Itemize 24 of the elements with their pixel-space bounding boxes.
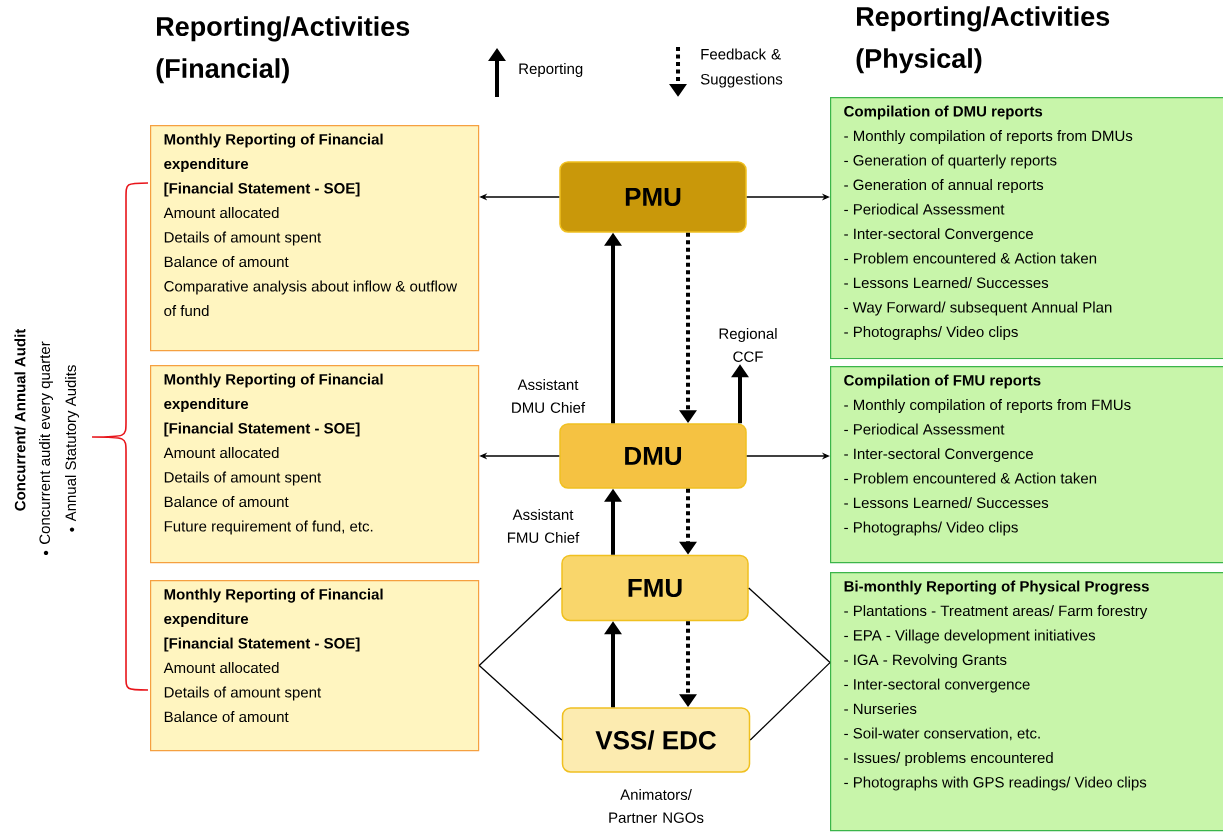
legend-label: Feedback & Suggestions: [700, 48, 783, 88]
report-box: Compilation of FMU reports - Monthly compilation of reports from FMUs - Periodical Assessment - Inter-sectoral Convergence - Problem encountered & Action taken - Lessons Learned/ Successes - Photographs/ Video clips: [830, 366, 1223, 564]
connector-line: [478, 587, 562, 667]
connector-line: [749, 661, 831, 741]
report-box: Monthly Reporting of Financial expenditure [Financial Statement - SOE] Amount allocated Details of amount spent Balance of amount Future requirement of fund, etc.: [150, 365, 480, 564]
report-box: Compilation of DMU reports - Monthly compilation of reports from DMUs - Generation of quarterly reports - Generation of annual reports - Periodical Assessment - Inter-sectoral Convergence - Problem encountered & Action taken - Lessons Learned/ Successes - Way Forward/ subsequent Annual Plan - Photographs/ Video clips: [830, 97, 1223, 360]
report-box: Monthly Reporting of Financial expenditure [Financial Statement - SOE] Amount allocated Details of amount spent Balance of amount Comparative analysis about inflow & outflow of fund: [150, 125, 480, 352]
audit-item: Concurrent audit every quarter: [39, 341, 53, 556]
unit-box: PMU: [559, 161, 747, 233]
node-label: Animators/ Partner NGOs: [609, 789, 704, 823]
edge-label: Assistant DMU Chief: [512, 379, 586, 413]
edge-label: Assistant FMU Chief: [508, 509, 580, 543]
report-box: Monthly Reporting of Financial expenditure [Financial Statement - SOE] Amount allocated Details of amount spent Balance of amount: [150, 580, 480, 752]
node-label: Regional CCF: [719, 328, 777, 362]
unit-box: VSS/ EDC: [561, 707, 751, 773]
unit-box: DMU: [559, 423, 747, 489]
connector-line: [748, 587, 831, 664]
connector-line: [478, 664, 563, 741]
audit-heading: Concurrent/ Annual Audit: [14, 328, 26, 511]
report-box: Bi-monthly Reporting of Physical Progress - Plantations - Treatment areas/ Farm forestry - EPA - Village development initiatives - IGA - Revolving Grants - Inter-sectoral convergence - Nurseries - Soil-water conservation, etc. - Issues/ problems encountered - Photographs with GPS readings/ Video clips: [830, 572, 1223, 832]
unit-box: FMU: [561, 554, 749, 622]
legend-label: Reporting: [519, 63, 583, 77]
audit-item: Annual Statutory Audits: [65, 365, 79, 532]
heading: Reporting/Activities (Financial): [156, 16, 410, 84]
